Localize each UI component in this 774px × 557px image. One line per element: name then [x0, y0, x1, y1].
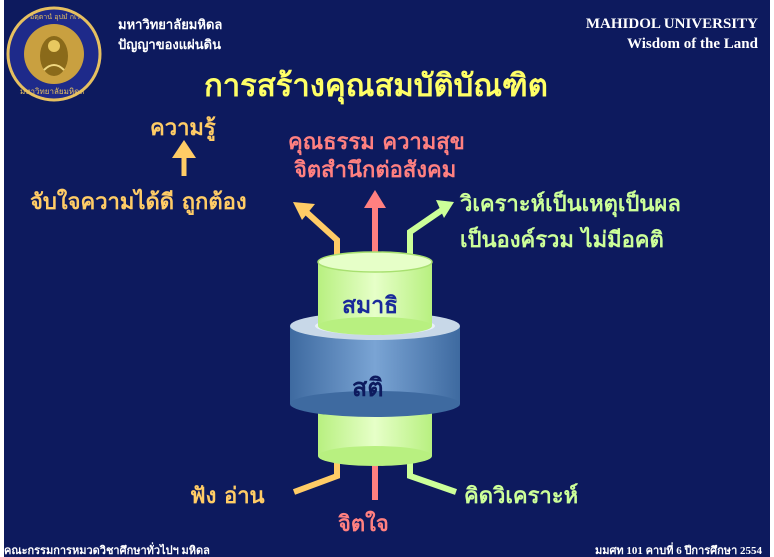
label-knowledge: ความรู้	[150, 116, 216, 141]
label-virtue-line1: คุณธรรม ความสุข	[288, 130, 465, 155]
label-concentration: สมาธิ	[342, 293, 399, 319]
header-eng-line2: Wisdom of the Land	[626, 36, 758, 52]
knowledge-arrow	[172, 140, 196, 176]
footer-right: มมศท 101 คาบที่ 6 ปีการศึกษา 2554	[594, 545, 762, 557]
slide: อตฺตานํ อุปมํ กเร มหาวิทยาลัยมหิดล มหาวิ…	[4, 0, 770, 557]
page-title: การสร้างคุณสมบัติบัณฑิต	[204, 68, 548, 104]
cylinder-top	[317, 251, 433, 335]
label-virtue-line2: จิตสำนึกต่อสังคม	[294, 158, 457, 183]
connector-bottom-right	[407, 462, 457, 495]
seal-text-bottom: มหาวิทยาลัยมหิดล	[20, 87, 85, 96]
university-seal-icon	[6, 6, 102, 102]
seal-text-top: อตฺตานํ อุปมํ กเร	[30, 13, 81, 21]
diagram-art	[6, 6, 460, 500]
label-mindfulness: สติ	[352, 373, 384, 402]
label-understand: จับใจความได้ดี ถูกต้อง	[30, 190, 247, 215]
header-eng-line1: MAHIDOL UNIVERSITY	[585, 16, 758, 32]
header-thai-line2: ปัญญาของแผ่นดิน	[118, 37, 221, 52]
arrow-top-right	[407, 200, 454, 262]
footer-left: คณะกรรมการหมวดวิชาศึกษาทั่วไปฯ มหิดล	[4, 545, 210, 557]
arrow-top-left	[293, 202, 340, 262]
arrow-top-center	[364, 190, 386, 262]
label-listen-read: ฟัง อ่าน	[190, 484, 265, 509]
connector-bottom-left	[292, 462, 340, 495]
label-analysis-line2: เป็นองค์รวม ไม่มีอคติ	[460, 228, 664, 253]
label-mind: จิตใจ	[338, 512, 389, 537]
header-thai-line1: มหาวิทยาลัยมหิดล	[118, 17, 223, 32]
label-think-analyze: คิดวิเคราะห์	[464, 484, 579, 509]
label-analysis-line1: วิเคราะห์เป็นเหตุเป็นผล	[460, 192, 681, 217]
